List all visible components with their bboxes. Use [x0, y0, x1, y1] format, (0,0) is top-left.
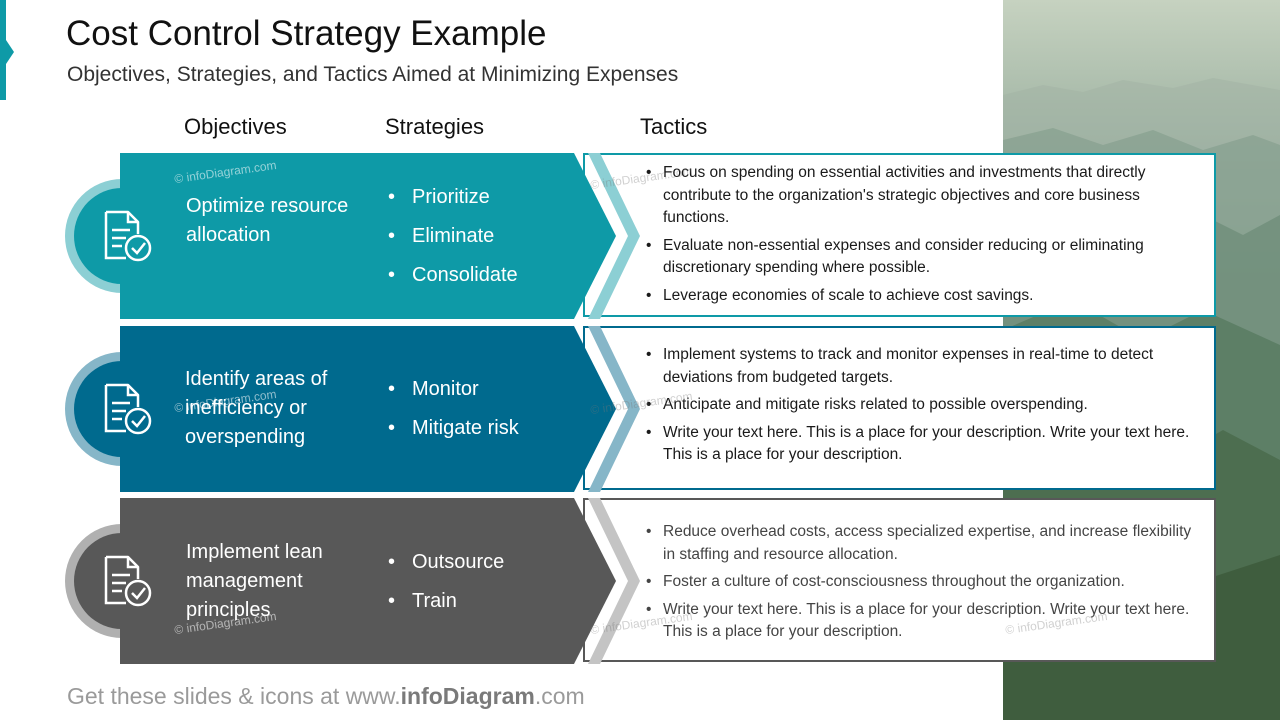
strategies-1-list: Prioritize Eliminate Consolidate: [388, 178, 518, 295]
footer-suffix: .com: [534, 683, 585, 709]
strategy-item: Mitigate risk: [388, 409, 519, 448]
tactic-item: Write your text here. This is a place fo…: [646, 599, 1196, 644]
objective-2-text: Identify areas of inefficiency or oversp…: [185, 368, 328, 448]
tactic-item: Anticipate and mitigate risks related to…: [646, 394, 1196, 417]
strategies-2-list: Monitor Mitigate risk: [388, 370, 519, 448]
tactics-3-list: Reduce overhead costs, access specialize…: [646, 521, 1196, 649]
accent-notch: [6, 40, 14, 64]
document-check-icon: [100, 208, 156, 264]
strategies-3-list: Outsource Train: [388, 543, 504, 621]
column-header-strategies: Strategies: [385, 114, 485, 139]
document-check-icon: [100, 553, 156, 609]
strategy-item: Prioritize: [388, 178, 518, 217]
tactic-item: Leverage economies of scale to achieve c…: [646, 285, 1196, 308]
tactics-2-list: Implement systems to track and monitor e…: [646, 344, 1196, 472]
tactic-item: Reduce overhead costs, access specialize…: [646, 521, 1196, 566]
tactic-item: Write your text here. This is a place fo…: [646, 422, 1196, 467]
footer-prefix: Get these slides & icons at www.: [67, 683, 401, 709]
strategy-row-3: Implement lean management principles Out…: [0, 498, 1280, 664]
tactic-item: Focus on spending on essential activitie…: [646, 162, 1196, 230]
strategy-item: Monitor: [388, 370, 519, 409]
strategy-item: Consolidate: [388, 256, 518, 295]
objective-3-text: Implement lean management principles: [186, 541, 323, 621]
tactic-item: Evaluate non-essential expenses and cons…: [646, 235, 1196, 280]
footer-brand: infoDiagram: [400, 683, 535, 709]
footer-promo[interactable]: Get these slides & icons at www.infoDiag…: [67, 683, 585, 710]
column-header-tactics: Tactics: [640, 114, 708, 139]
column-header-objectives: Objectives: [184, 114, 287, 139]
objective-1-text: Optimize resource allocation: [186, 195, 349, 246]
document-check-icon: [100, 381, 156, 437]
strategy-row-1: Optimize resource allocation Prioritize …: [0, 153, 1280, 319]
strategy-item: Outsource: [388, 543, 504, 582]
strategy-row-2: Identify areas of inefficiency or oversp…: [0, 326, 1280, 492]
page-subtitle: Objectives, Strategies, and Tactics Aime…: [67, 63, 679, 86]
tactic-item: Implement systems to track and monitor e…: [646, 344, 1196, 389]
strategy-item: Train: [388, 582, 504, 621]
tactics-1-list: Focus on spending on essential activitie…: [646, 162, 1196, 312]
tactic-item: Foster a culture of cost-consciousness t…: [646, 571, 1196, 594]
accent-bar: [0, 0, 6, 100]
page-title: Cost Control Strategy Example: [66, 14, 547, 53]
strategy-item: Eliminate: [388, 217, 518, 256]
